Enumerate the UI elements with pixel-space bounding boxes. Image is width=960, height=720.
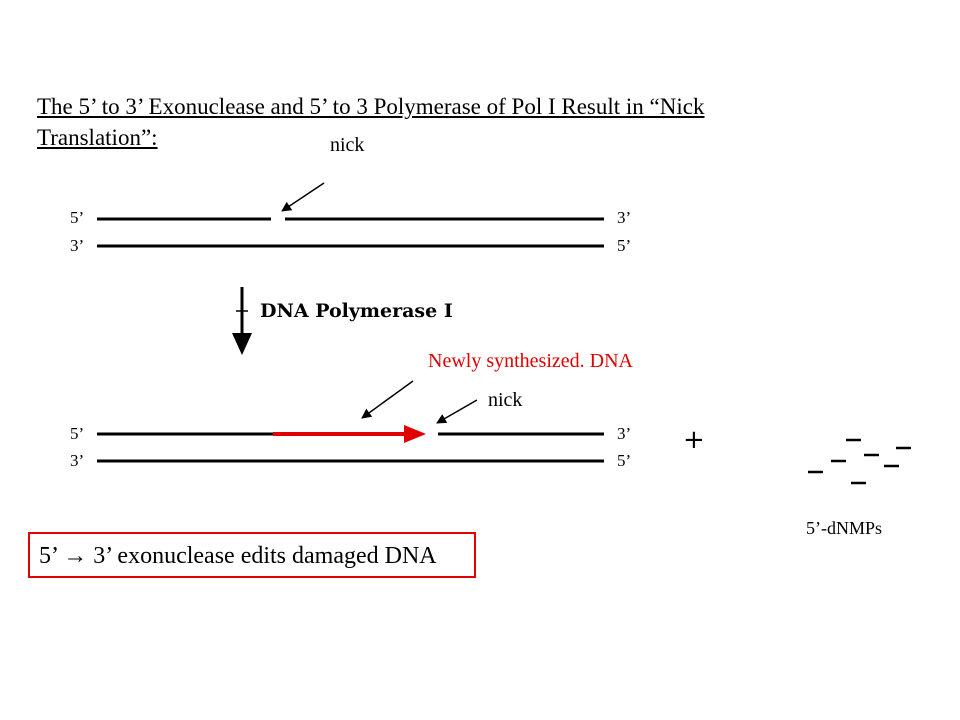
exonuclease-text: 5’ → 3’ exonuclease edits damaged DNA — [39, 543, 437, 569]
slide-title-line-1: The 5’ to 3’ Exonuclease and 5’ to 3 Pol… — [37, 94, 705, 119]
new-dna-arrowhead — [404, 425, 426, 443]
top-duplex-bottom-left-end: 3’ — [70, 236, 85, 255]
slide-title-line-2: Translation”: — [37, 125, 158, 150]
bottom-duplex — [97, 380, 604, 463]
bottom-nick-pointer-arrow — [436, 399, 478, 424]
top-duplex-top-right-end: 3’ — [617, 208, 632, 227]
bottom-duplex-top-right-end: 3’ — [617, 424, 632, 443]
new-dna-pointer-arrow — [361, 380, 414, 419]
plus-sign: + — [683, 425, 705, 455]
bottom-nick-label: nick — [488, 389, 523, 411]
top-duplex — [97, 182, 604, 248]
top-duplex-top-left-end: 5’ — [70, 208, 85, 227]
enzyme-label: DNA Polymerase I — [260, 300, 453, 322]
process-arrow-head — [232, 333, 252, 355]
process-arrow — [232, 287, 252, 355]
top-nick-label: nick — [330, 134, 365, 156]
bottom-duplex-top-left-end: 5’ — [70, 424, 85, 443]
dnmp-label: 5’-dNMPs — [806, 518, 883, 538]
dnmp-dashes — [808, 438, 911, 485]
exonuclease-box: 5’ → 3’ exonuclease edits damaged DNA — [28, 532, 476, 578]
top-nick-pointer-arrow — [281, 182, 325, 212]
top-duplex-bottom-right-end: 5’ — [617, 236, 632, 255]
bottom-duplex-bottom-left-end: 3’ — [70, 451, 85, 470]
bottom-duplex-bottom-right-end: 5’ — [617, 451, 632, 470]
new-dna-label: Newly synthesized. DNA — [428, 350, 633, 372]
